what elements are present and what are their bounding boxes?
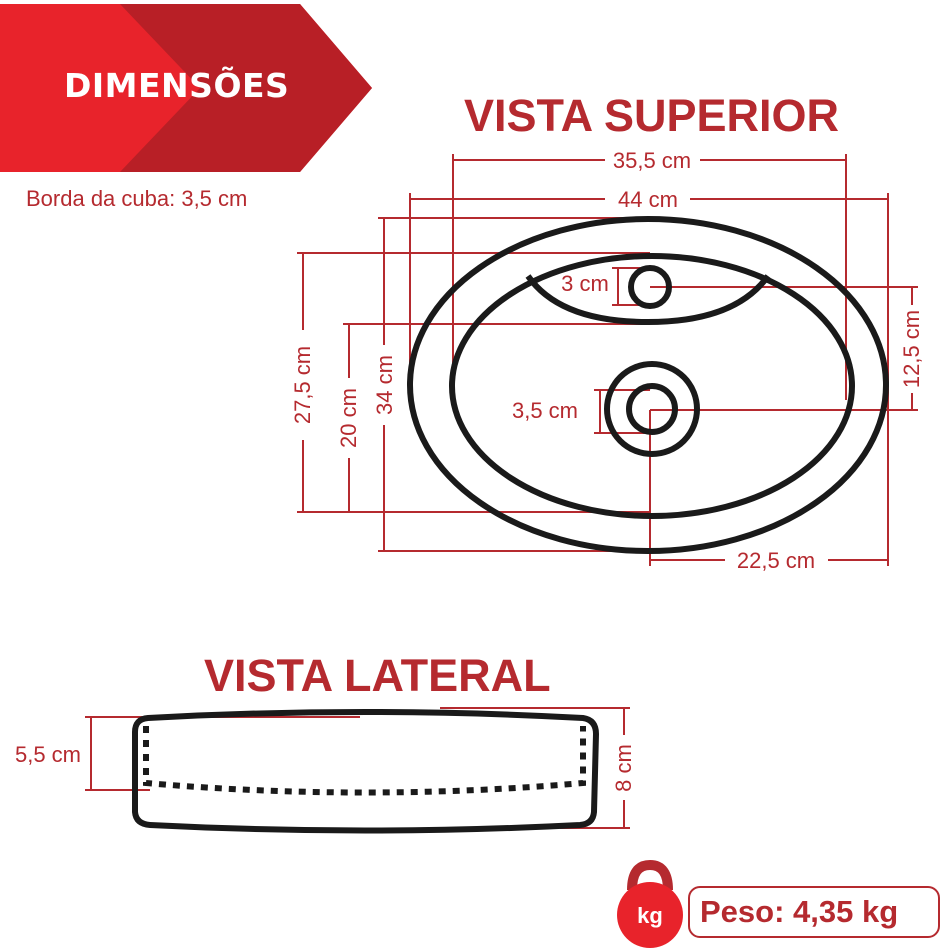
label-drain-hole: 3,5 cm (512, 398, 578, 423)
header-title: DIMENSÕES (64, 66, 290, 105)
banner-dark-shape (120, 4, 372, 172)
label-outer-height: 8 cm (611, 744, 636, 792)
label-hole-spacing: 12,5 cm (899, 310, 924, 388)
side-view-title: VISTA LATERAL (204, 650, 551, 701)
label-faucet-hole: 3 cm (561, 271, 609, 296)
weight-text: Peso: 4,35 kg (700, 894, 899, 929)
side-view-outline (132, 709, 600, 834)
label-inner-height: 5,5 cm (15, 742, 81, 767)
top-view-basin (407, 216, 889, 554)
weight-badge: Peso: 4,35 kg (688, 886, 940, 938)
basin-outer-rim (407, 216, 889, 554)
kettlebell-icon: kg (617, 860, 683, 948)
label-inner-width: 35,5 cm (613, 148, 691, 173)
faucet-hole (628, 265, 672, 309)
kettlebell-body (617, 882, 683, 948)
drain-hole (626, 383, 678, 435)
side-view-dimension-lines (85, 707, 630, 829)
side-view-inner-bowl (143, 726, 586, 796)
label-inner-depth: 27,5 cm (290, 346, 315, 424)
label-drain-to-edge: 22,5 cm (737, 548, 815, 573)
label-outer-width: 44 cm (618, 187, 678, 212)
rim-note: Borda da cuba: 3,5 cm (26, 186, 248, 211)
label-outer-depth: 34 cm (372, 355, 397, 415)
header-banner (0, 4, 372, 172)
top-view-dimension-lines (297, 154, 918, 566)
basin-inner-bowl (449, 253, 855, 519)
kettlebell-label: kg (637, 903, 663, 928)
kettlebell-handle (627, 860, 673, 891)
side-view-basin (132, 709, 600, 834)
faucet-deck-edge (525, 274, 771, 326)
top-view-title: VISTA SUPERIOR (464, 90, 840, 141)
label-bowl-depth: 20 cm (336, 388, 361, 448)
drain-outer-ring (604, 361, 700, 457)
